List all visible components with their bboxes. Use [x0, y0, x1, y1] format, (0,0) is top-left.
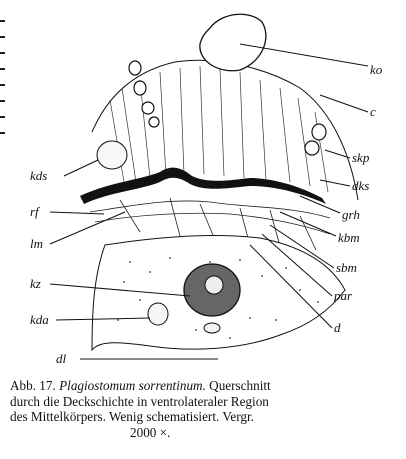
basal-membrane-band [80, 167, 326, 204]
label-dks: dks [352, 178, 369, 193]
label-kds: kds [30, 168, 47, 183]
label-c: c [370, 104, 376, 119]
nucleolus [204, 275, 224, 295]
label-kz: kz [30, 276, 41, 291]
label-kbm: kbm [338, 230, 360, 245]
label-d: d [334, 320, 341, 335]
caption-prefix: Abb. 17. [10, 378, 56, 393]
caption-line4: 2000 ×. [130, 424, 171, 440]
label-lm: lm [30, 236, 43, 251]
leader-lines [49, 43, 369, 360]
caption-species: Plagiostomum sorrentinum. [59, 378, 206, 393]
label-ko: ko [370, 62, 383, 77]
margin-artifact [0, 20, 6, 180]
cilia [109, 65, 329, 193]
label-sbm: sbm [336, 260, 357, 275]
label-par: par [333, 288, 353, 303]
label-rf: rf [30, 204, 41, 219]
label-dl: dl [56, 351, 67, 366]
label-grh: grh [342, 207, 360, 222]
epithelial-vacuoles [128, 60, 327, 156]
caption-rest-line1: Querschnitt [209, 378, 271, 393]
caption-line2: durch die Deckschichte in ventrolaterale… [10, 393, 269, 409]
nucleus-kds [96, 140, 128, 170]
nucleus-kda [147, 302, 169, 326]
small-cell [203, 322, 221, 334]
figure-caption: Abb. 17. Plagiostomum sorrentinum. Quers… [10, 378, 402, 440]
cell-ko [199, 13, 267, 72]
label-skp: skp [352, 150, 370, 165]
label-kda: kda [30, 312, 49, 327]
caption-line3: des Mittelkörpers. Wenig schematisiert. … [10, 409, 254, 424]
epithelium-surface [91, 59, 359, 201]
